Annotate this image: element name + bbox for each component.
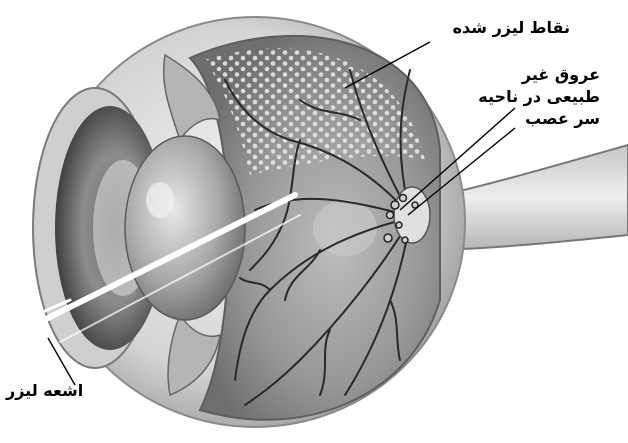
label-abnormal-vessels-line-1: عروق غیر: [478, 64, 600, 86]
label-laser-points: نقاط لیزر شده: [453, 18, 570, 37]
macula: [313, 200, 377, 256]
label-abnormal-vessels-line-3: سر عصب: [478, 108, 600, 130]
label-laser-beam: اشعه لیزر: [6, 381, 83, 400]
label-abnormal-vessels-line-2: طبیعی در ناحیه: [478, 86, 600, 108]
label-abnormal-vessels: عروق غیر طبیعی در ناحیه سر عصب: [478, 64, 600, 130]
